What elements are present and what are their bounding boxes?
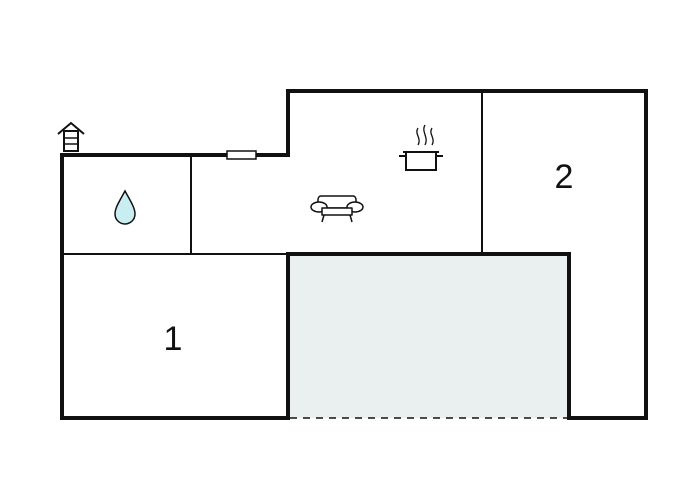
- cooking-pot-icon: [399, 124, 443, 171]
- window-icon: [226, 150, 257, 160]
- terrace-area: [288, 254, 569, 418]
- room-1-label: 1: [164, 320, 183, 358]
- room-2-label: 2: [555, 158, 574, 196]
- outer-wall: [60, 89, 648, 420]
- house-icon: [57, 121, 85, 152]
- water-drop-icon: [114, 189, 136, 225]
- armchair-icon: [310, 195, 364, 223]
